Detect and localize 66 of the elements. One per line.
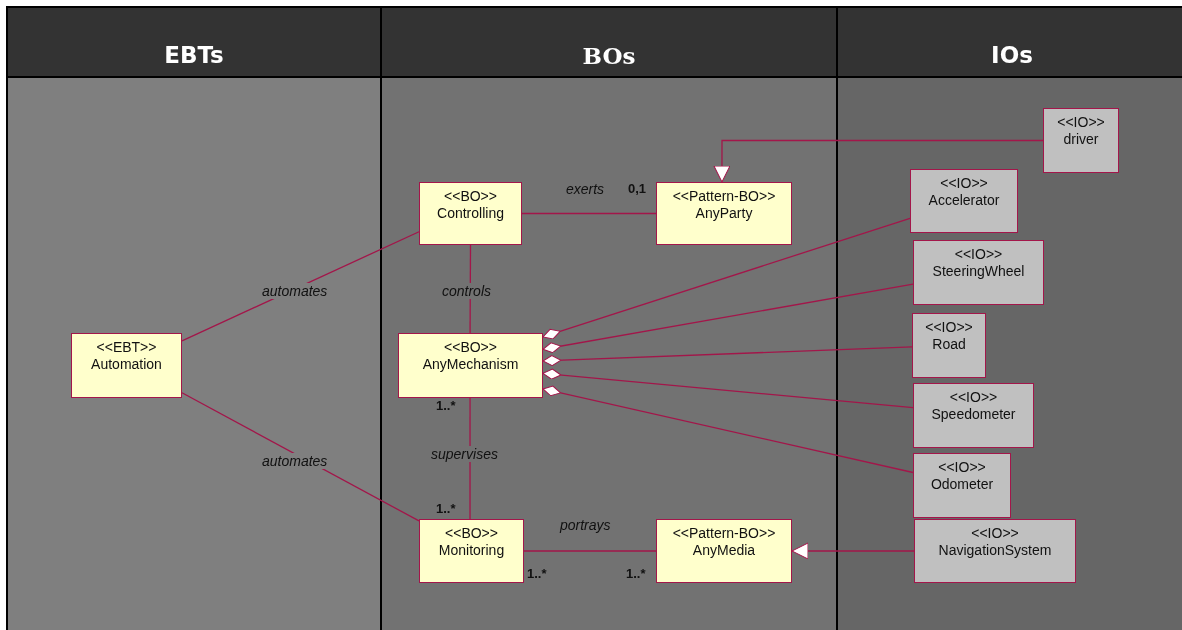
class-box: [910, 169, 1018, 233]
class-box: [656, 519, 792, 583]
stereotype: <<EBT>>: [95, 339, 158, 356]
aggregation-line: [542, 346, 913, 367]
multiplicity-label: 1..*: [436, 398, 456, 413]
class-box: [912, 313, 986, 378]
edge-label: supervises: [429, 446, 500, 462]
association-line: [523, 550, 657, 552]
class-box: [914, 519, 1076, 583]
class-box: [419, 182, 522, 245]
edge-label: automates: [260, 283, 330, 299]
class-box: [419, 519, 524, 583]
multiplicity-label: 1..*: [527, 566, 547, 581]
multiplicity-label: 0,1: [628, 181, 647, 196]
class-name: Odometer: [929, 476, 995, 493]
class-box: [913, 383, 1034, 448]
association-line: [521, 212, 657, 215]
class-box: [1043, 108, 1119, 173]
aggregation-line: [542, 283, 914, 354]
stereotype: <<IO>>: [948, 389, 999, 406]
stereotype: <<BO>>: [443, 339, 498, 356]
class-name: Road: [931, 336, 967, 353]
class-name: AnyMedia: [691, 542, 757, 559]
class-box: [71, 333, 182, 398]
stereotype: <<IO>>: [953, 246, 1004, 263]
stereotype: <<IO>>: [939, 175, 989, 192]
swimlane: [6, 6, 382, 630]
stereotype: <<IO>>: [924, 319, 974, 336]
swimlane: [380, 6, 838, 630]
class-name: NavigationSystem: [937, 542, 1053, 559]
class-box: [913, 453, 1011, 518]
multiplicity-label: 1..*: [436, 501, 456, 516]
lane-title: EBTs: [164, 42, 224, 68]
stereotype: <<Pattern-BO>>: [671, 525, 777, 542]
aggregation-line: [542, 217, 911, 340]
class-box: [398, 333, 543, 398]
class-name: Controlling: [436, 205, 505, 222]
class-box: [913, 240, 1044, 305]
lane-title: BOs: [582, 42, 636, 69]
generalization-arrow: [713, 139, 1044, 183]
stereotype: <<BO>>: [443, 188, 498, 205]
class-box: [656, 182, 792, 245]
edge-label: portrays: [558, 517, 613, 533]
generalization-arrow: [791, 542, 915, 560]
class-name: Accelerator: [927, 192, 1001, 209]
stereotype: <<IO>>: [1056, 114, 1106, 131]
swimlane: [836, 6, 1182, 630]
aggregation-line: [542, 385, 914, 474]
edge-label: automates: [260, 453, 330, 469]
association-line: [181, 392, 420, 522]
stereotype: <<Pattern-BO>>: [671, 188, 777, 205]
stereotype: <<BO>>: [444, 525, 499, 542]
lane-title: IOs: [991, 42, 1033, 68]
class-name: AnyParty: [694, 205, 754, 222]
stereotype: <<IO>>: [970, 525, 1020, 542]
stereotype: <<IO>>: [937, 459, 987, 476]
aggregation-line: [542, 368, 914, 409]
class-name: Speedometer: [930, 406, 1017, 423]
class-name: driver: [1062, 131, 1100, 148]
class-name: Monitoring: [437, 542, 506, 559]
class-name: Automation: [90, 356, 163, 373]
class-name: SteeringWheel: [931, 263, 1026, 280]
multiplicity-label: 1..*: [626, 566, 646, 581]
class-name: AnyMechanism: [421, 356, 520, 373]
edge-label: exerts: [564, 181, 607, 197]
edge-label: controls: [440, 283, 494, 299]
